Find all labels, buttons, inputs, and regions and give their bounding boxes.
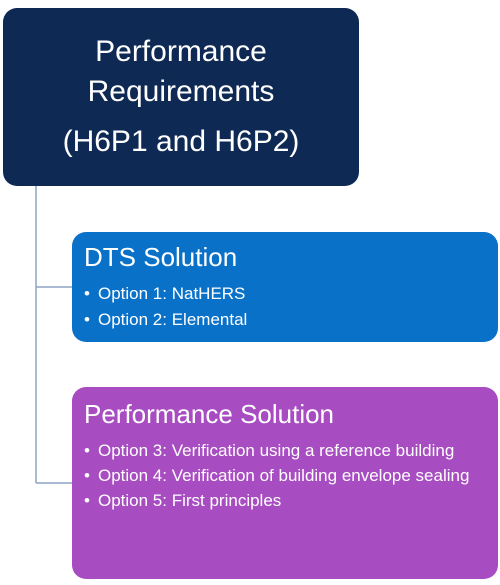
performance-options-list: Option 3: Verification using a reference… [84, 439, 486, 512]
performance-requirements-box: Performance Requirements (H6P1 and H6P2) [3, 8, 359, 186]
list-item: Option 5: First principles [84, 489, 486, 512]
top-box-line-3: (H6P1 and H6P2) [62, 125, 300, 158]
dts-solution-box: DTS Solution Option 1: NatHERS Option 2:… [72, 232, 498, 342]
list-item: Option 4: Verification of building envel… [84, 464, 486, 487]
list-item: Option 3: Verification using a reference… [84, 439, 486, 462]
list-item: Option 1: NatHERS [84, 282, 486, 306]
list-item: Option 2: Elemental [84, 308, 486, 332]
dts-solution-title: DTS Solution [84, 242, 238, 272]
top-box-line-1: Performance [95, 35, 267, 68]
performance-solution-box: Performance Solution Option 3: Verificat… [72, 387, 498, 579]
top-box-line-2: Requirements [87, 75, 275, 108]
performance-solution-title: Performance Solution [84, 399, 335, 429]
dts-options-list: Option 1: NatHERS Option 2: Elemental [84, 282, 486, 332]
